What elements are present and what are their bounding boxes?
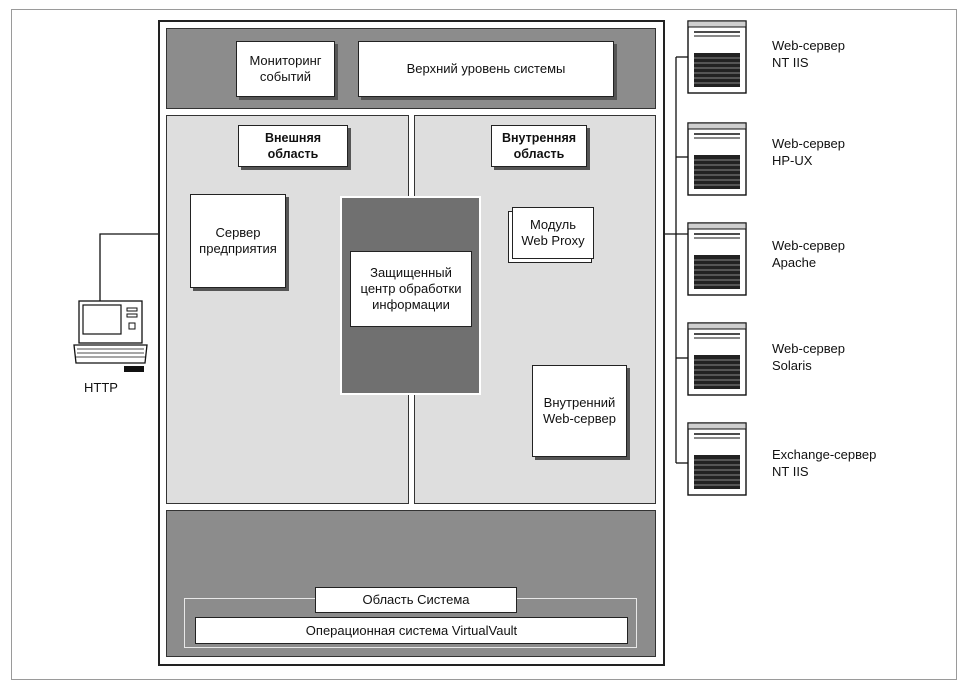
enterprise-server-box: Сервер предприятия [190,194,286,288]
event-monitoring-box: Мониторинг событий [236,41,335,97]
server-label: Exchange-сервер NT IIS [772,447,877,479]
server-label: Web-сервер NT IIS [772,38,846,70]
server-icon [687,20,747,94]
http-label: HTTP [84,380,118,395]
secure-center-label: Защищенный центр обработки информации [350,251,472,327]
web-proxy-box: Модуль Web Proxy [512,207,594,259]
server-icon [687,122,747,196]
internal-area-title: Внутренняя область [491,125,587,167]
server-icon [687,222,747,296]
server-label: Web-сервер Apache [772,238,846,270]
external-area-title: Внешняя область [238,125,348,167]
upper-level-box: Верхний уровень системы [358,41,614,97]
server-icon [687,422,747,496]
laptop-icon [73,300,148,372]
system-area-box: Область Система [315,587,517,613]
server-label: Web-сервер HP-UX [772,136,846,168]
server-icon [687,322,747,396]
os-box: Операционная система VirtualVault [195,617,628,644]
internal-web-server-box: Внутренний Web-сервер [532,365,627,457]
server-label: Web-сервер Solaris [772,341,846,373]
